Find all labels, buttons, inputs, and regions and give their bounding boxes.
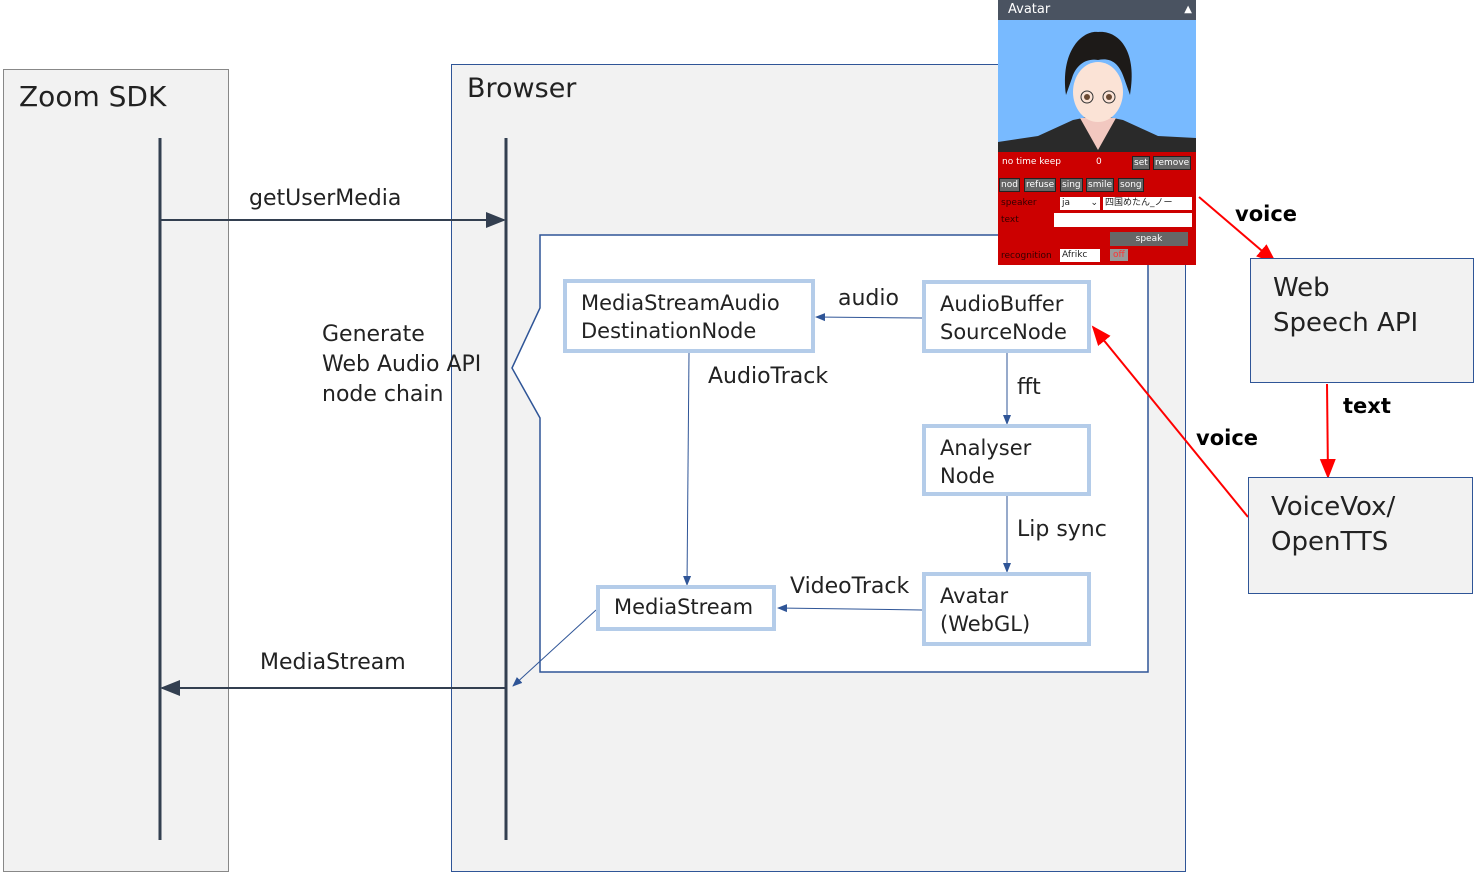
- collapse-icon[interactable]: ▲: [1184, 4, 1192, 15]
- sing-button[interactable]: sing: [1060, 178, 1083, 192]
- web-speech-api-box: Web Speech API: [1250, 258, 1474, 383]
- get-user-media-label: getUserMedia: [249, 186, 402, 211]
- stream-to-lifeline-arrow: [512, 609, 597, 687]
- remove-button[interactable]: remove: [1153, 156, 1192, 170]
- counter-value: 0: [1096, 157, 1102, 167]
- nod-button[interactable]: nod: [999, 178, 1020, 192]
- chevron-down-icon: ⌄: [1090, 198, 1098, 208]
- lipsync-label: Lip sync: [1017, 517, 1107, 542]
- media-stream-node: MediaStream: [596, 585, 776, 631]
- speaker-language-select[interactable]: ja ⌄: [1060, 197, 1100, 210]
- avatar-panel-title: Avatar: [1008, 2, 1051, 17]
- zoom-sdk-title: Zoom SDK: [19, 80, 167, 113]
- recognition-label: recognition: [1001, 251, 1052, 261]
- audio-label: audio: [838, 286, 899, 311]
- zoom-sdk-lane: [3, 69, 229, 872]
- speaker-voice-select[interactable]: 四国めたん_ノー: [1103, 197, 1192, 210]
- text-label: text: [1001, 215, 1019, 225]
- recognition-language-value: Afrikc: [1062, 250, 1088, 260]
- avatar-panel-header: Avatar ▲: [998, 0, 1196, 20]
- media-stream-label: MediaStream: [260, 650, 406, 675]
- voice-label-2: voice: [1196, 426, 1259, 450]
- audiotrack-arrow: [683, 352, 692, 586]
- audio-arrow: [815, 313, 923, 322]
- speaker-voice-value: 四国めたん_ノー: [1105, 198, 1173, 208]
- avatar-webgl-node: Avatar (WebGL): [922, 572, 1091, 646]
- audiobuffer-source-node: AudioBuffer SourceNode: [922, 280, 1091, 353]
- speaker-language-value: ja: [1062, 198, 1071, 208]
- destination-node: MediaStreamAudio DestinationNode: [563, 279, 815, 353]
- recognition-language-select[interactable]: Afrikc: [1060, 249, 1100, 262]
- set-button[interactable]: set: [1132, 156, 1150, 170]
- videotrack-label: VideoTrack: [790, 574, 910, 599]
- speaker-label: speaker: [1001, 198, 1037, 208]
- browser-title: Browser: [467, 73, 577, 104]
- speak-button[interactable]: speak: [1110, 232, 1188, 246]
- text-arrow: [1319, 383, 1336, 479]
- voice-label-1: voice: [1235, 202, 1298, 226]
- avatar-character-image: [998, 31, 1196, 152]
- smile-button[interactable]: smile: [1086, 178, 1114, 192]
- no-time-keep-label: no time keep: [1002, 157, 1061, 167]
- text-label: text: [1343, 394, 1391, 418]
- recognition-toggle[interactable]: off: [1110, 249, 1128, 261]
- analyser-node: Analyser Node: [922, 424, 1091, 496]
- avatar-view: [998, 20, 1196, 152]
- voice-arrow-1: [1198, 196, 1277, 264]
- generate-label: Generate Web Audio API node chain: [322, 322, 482, 407]
- avatar-panel: Avatar ▲ no time keep 0 set remove nod re…: [998, 0, 1196, 265]
- text-input[interactable]: [1054, 213, 1192, 227]
- voicevox-box: VoiceVox/ OpenTTS: [1248, 477, 1473, 594]
- audiotrack-label: AudioTrack: [708, 364, 829, 389]
- fft-label: fft: [1017, 375, 1041, 400]
- voice-arrow-2: [1091, 325, 1249, 518]
- videotrack-arrow: [777, 604, 923, 613]
- refuse-button[interactable]: refuse: [1024, 178, 1057, 192]
- song-button[interactable]: song: [1118, 178, 1144, 192]
